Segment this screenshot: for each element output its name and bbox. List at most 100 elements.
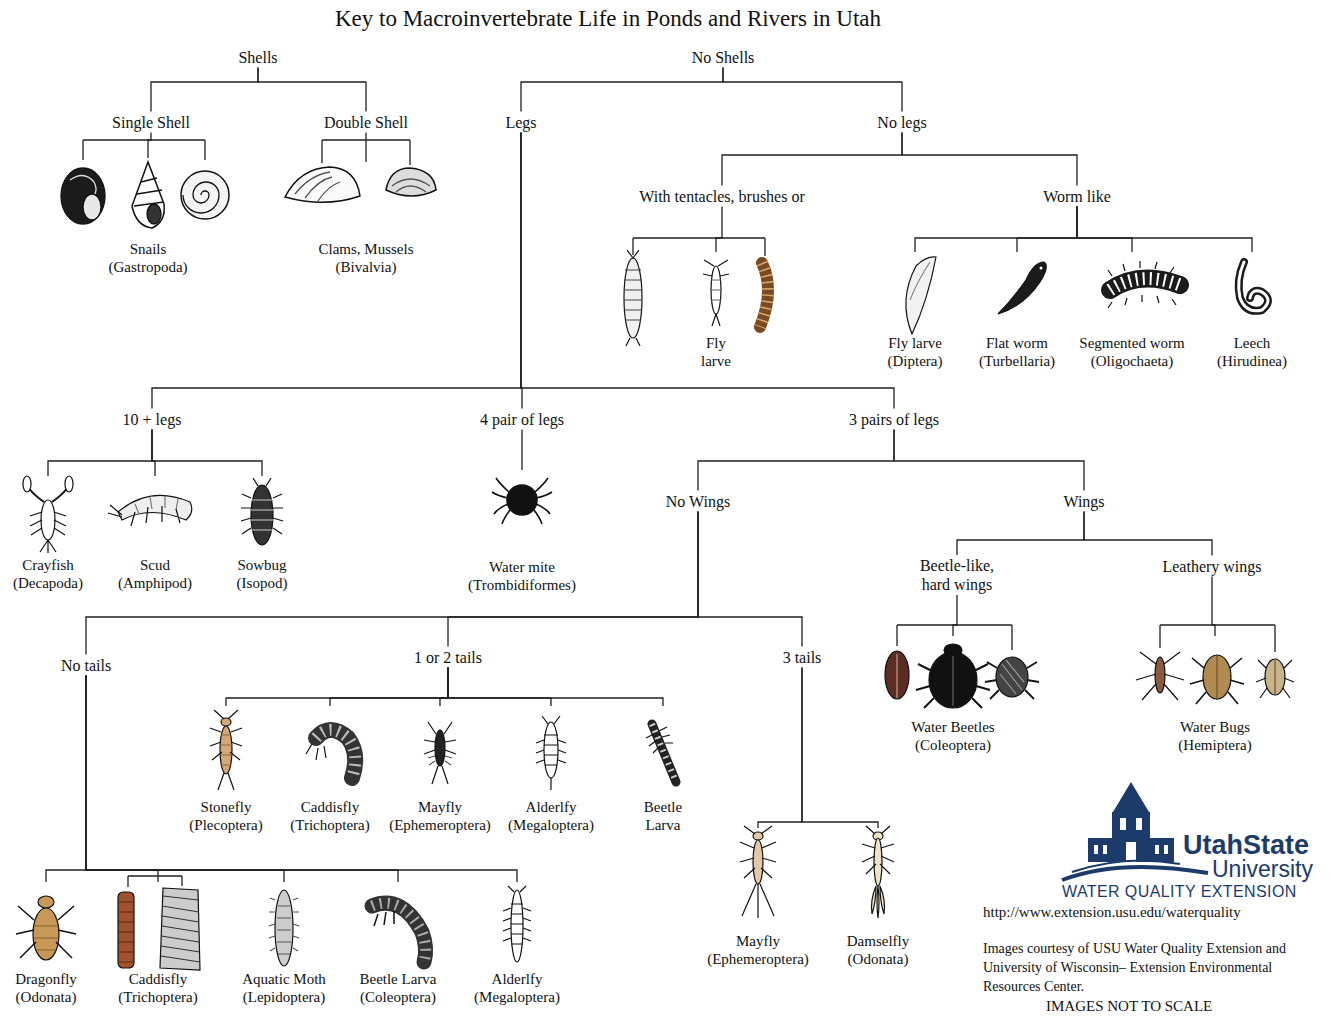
usu-logo <box>1113 782 1149 812</box>
choice-text: With tentacles, brushes or <box>639 187 805 206</box>
water-bug-drawings <box>1155 657 1165 693</box>
common-name: Flat worm <box>978 334 1057 352</box>
taxon-entry: Segmented worm(Oligochaeta) <box>1078 252 1186 370</box>
key-branch <box>1077 207 1252 253</box>
key-choice: Single Shell <box>108 112 194 133</box>
tailed-larva-drawings <box>424 722 456 784</box>
water-beetle-drawings <box>885 651 909 699</box>
water-bug-drawings <box>1256 660 1294 698</box>
crustacean-drawings <box>241 478 283 534</box>
clam-drawings <box>295 172 340 201</box>
common-name: Leech <box>1216 334 1288 352</box>
key-branch <box>48 430 152 477</box>
diagram-title: Key to Macroinvertebrate Life in Ponds a… <box>0 5 1216 33</box>
tailed-larva-drawings <box>544 722 558 778</box>
tailless-larva-drawings <box>372 903 426 962</box>
usu-logo <box>1164 845 1168 854</box>
group-name: (Ephemeroptera) <box>706 950 810 968</box>
usu-logo <box>1062 867 1208 880</box>
group-name: (Gastropoda) <box>63 258 233 276</box>
tentacled-larva-drawings <box>624 250 768 346</box>
taxon-entry: Crayfish(Decapoda) <box>12 476 84 592</box>
crustacean-drawings <box>23 476 31 492</box>
key-branch <box>151 68 258 112</box>
water-beetle-drawings <box>944 644 962 656</box>
tree-branch-stubs <box>897 625 1012 650</box>
water-beetle-drawings <box>929 652 977 708</box>
group-name: (Trombidiformes) <box>467 576 577 594</box>
tailed-larva-drawings <box>210 710 676 790</box>
key-branch <box>86 676 517 883</box>
tree-branch-stubs <box>633 238 765 256</box>
choice-text: No legs <box>877 113 926 132</box>
taxon-entry: Water mite(Trombidiformes) <box>467 470 577 594</box>
group-name: (Lepidoptera) <box>241 988 327 1006</box>
key-branch <box>152 430 155 477</box>
common-name: Water Bugs <box>1150 718 1280 736</box>
crustacean-drawings <box>108 505 180 526</box>
logo-wordmark: UtahState <box>1183 831 1309 859</box>
scale-note: IMAGES NOT TO SCALE <box>1046 997 1212 1015</box>
worm-drawings <box>1239 262 1268 311</box>
key-branch <box>86 676 398 883</box>
key-branch <box>521 430 522 471</box>
common-name: Fly larve <box>887 334 944 352</box>
tailed-larva-drawings <box>435 730 445 766</box>
crustacean-drawings <box>40 540 56 553</box>
crustacean-drawings <box>41 500 55 540</box>
tentacled-larva-drawings <box>711 266 721 314</box>
choice-text: Worm like <box>1043 187 1111 206</box>
tree-branch-stubs <box>322 140 410 165</box>
usu-logo <box>1088 838 1114 862</box>
usu-logo <box>1072 860 1180 872</box>
key-branch <box>448 512 698 647</box>
three-tailed-larva-drawings <box>873 832 883 840</box>
tailed-larva-drawings <box>306 744 326 760</box>
credit-note: Images courtesy of USU Water Quality Ext… <box>983 939 1323 996</box>
water-beetle-drawings <box>916 664 990 708</box>
key-branch <box>802 668 878 829</box>
common-name: Scud <box>110 556 200 574</box>
crustacean-drawings <box>28 486 68 502</box>
tailed-larva-drawings <box>652 724 676 782</box>
choice-text: 4 pair of legs <box>480 410 564 429</box>
common-name: Beetle Larva <box>644 798 682 834</box>
snail-drawings <box>134 178 164 206</box>
snail-drawings <box>147 204 161 224</box>
three-tailed-larva-drawings <box>753 832 763 840</box>
tailless-larva-drawings <box>33 908 59 960</box>
key-branch <box>953 595 957 636</box>
water-beetle-drawings <box>896 654 897 698</box>
key-choice: No legs <box>873 112 930 133</box>
group-name: (Plecoptera) <box>188 816 264 834</box>
tree-branch-stubs <box>1160 625 1275 652</box>
crustacean-drawings <box>118 495 192 520</box>
tree-branch-stubs <box>83 140 205 160</box>
tentacled-larva-drawings <box>760 263 768 327</box>
group-name: (Turbellaria) <box>978 352 1057 370</box>
logo-subtitle: WATER QUALITY EXTENSION <box>1062 883 1297 901</box>
taxon-entry: Fly larve <box>696 252 736 370</box>
water-bug-drawings <box>1274 660 1275 694</box>
common-name: Mayfly <box>388 798 492 816</box>
key-branch <box>894 430 1084 491</box>
common-name: Water mite <box>467 558 577 576</box>
common-name: Fly larve <box>701 334 731 370</box>
common-name: Crayfish <box>12 556 84 574</box>
tailed-larva-drawings <box>316 730 355 778</box>
tailless-larva-drawings <box>269 898 299 954</box>
key-branch <box>521 133 894 409</box>
usu-logo <box>1148 838 1174 862</box>
tailed-larva-drawings <box>221 718 231 726</box>
common-name: Caddisfly <box>117 970 199 988</box>
common-name: Damselfly <box>846 932 911 950</box>
web-address: http://www.extension.usu.edu/waterqualit… <box>983 903 1241 921</box>
snail-drawings <box>83 194 101 220</box>
water-bug-drawings <box>1136 652 1184 700</box>
choice-text: Wings <box>1063 492 1104 511</box>
choice-text: 1 or 2 tails <box>414 648 482 667</box>
choice-text: No tails <box>61 656 111 675</box>
taxon-entry: Beetle Larva(Coleoptera) <box>358 882 438 1006</box>
tailed-larva-drawings <box>220 735 232 765</box>
